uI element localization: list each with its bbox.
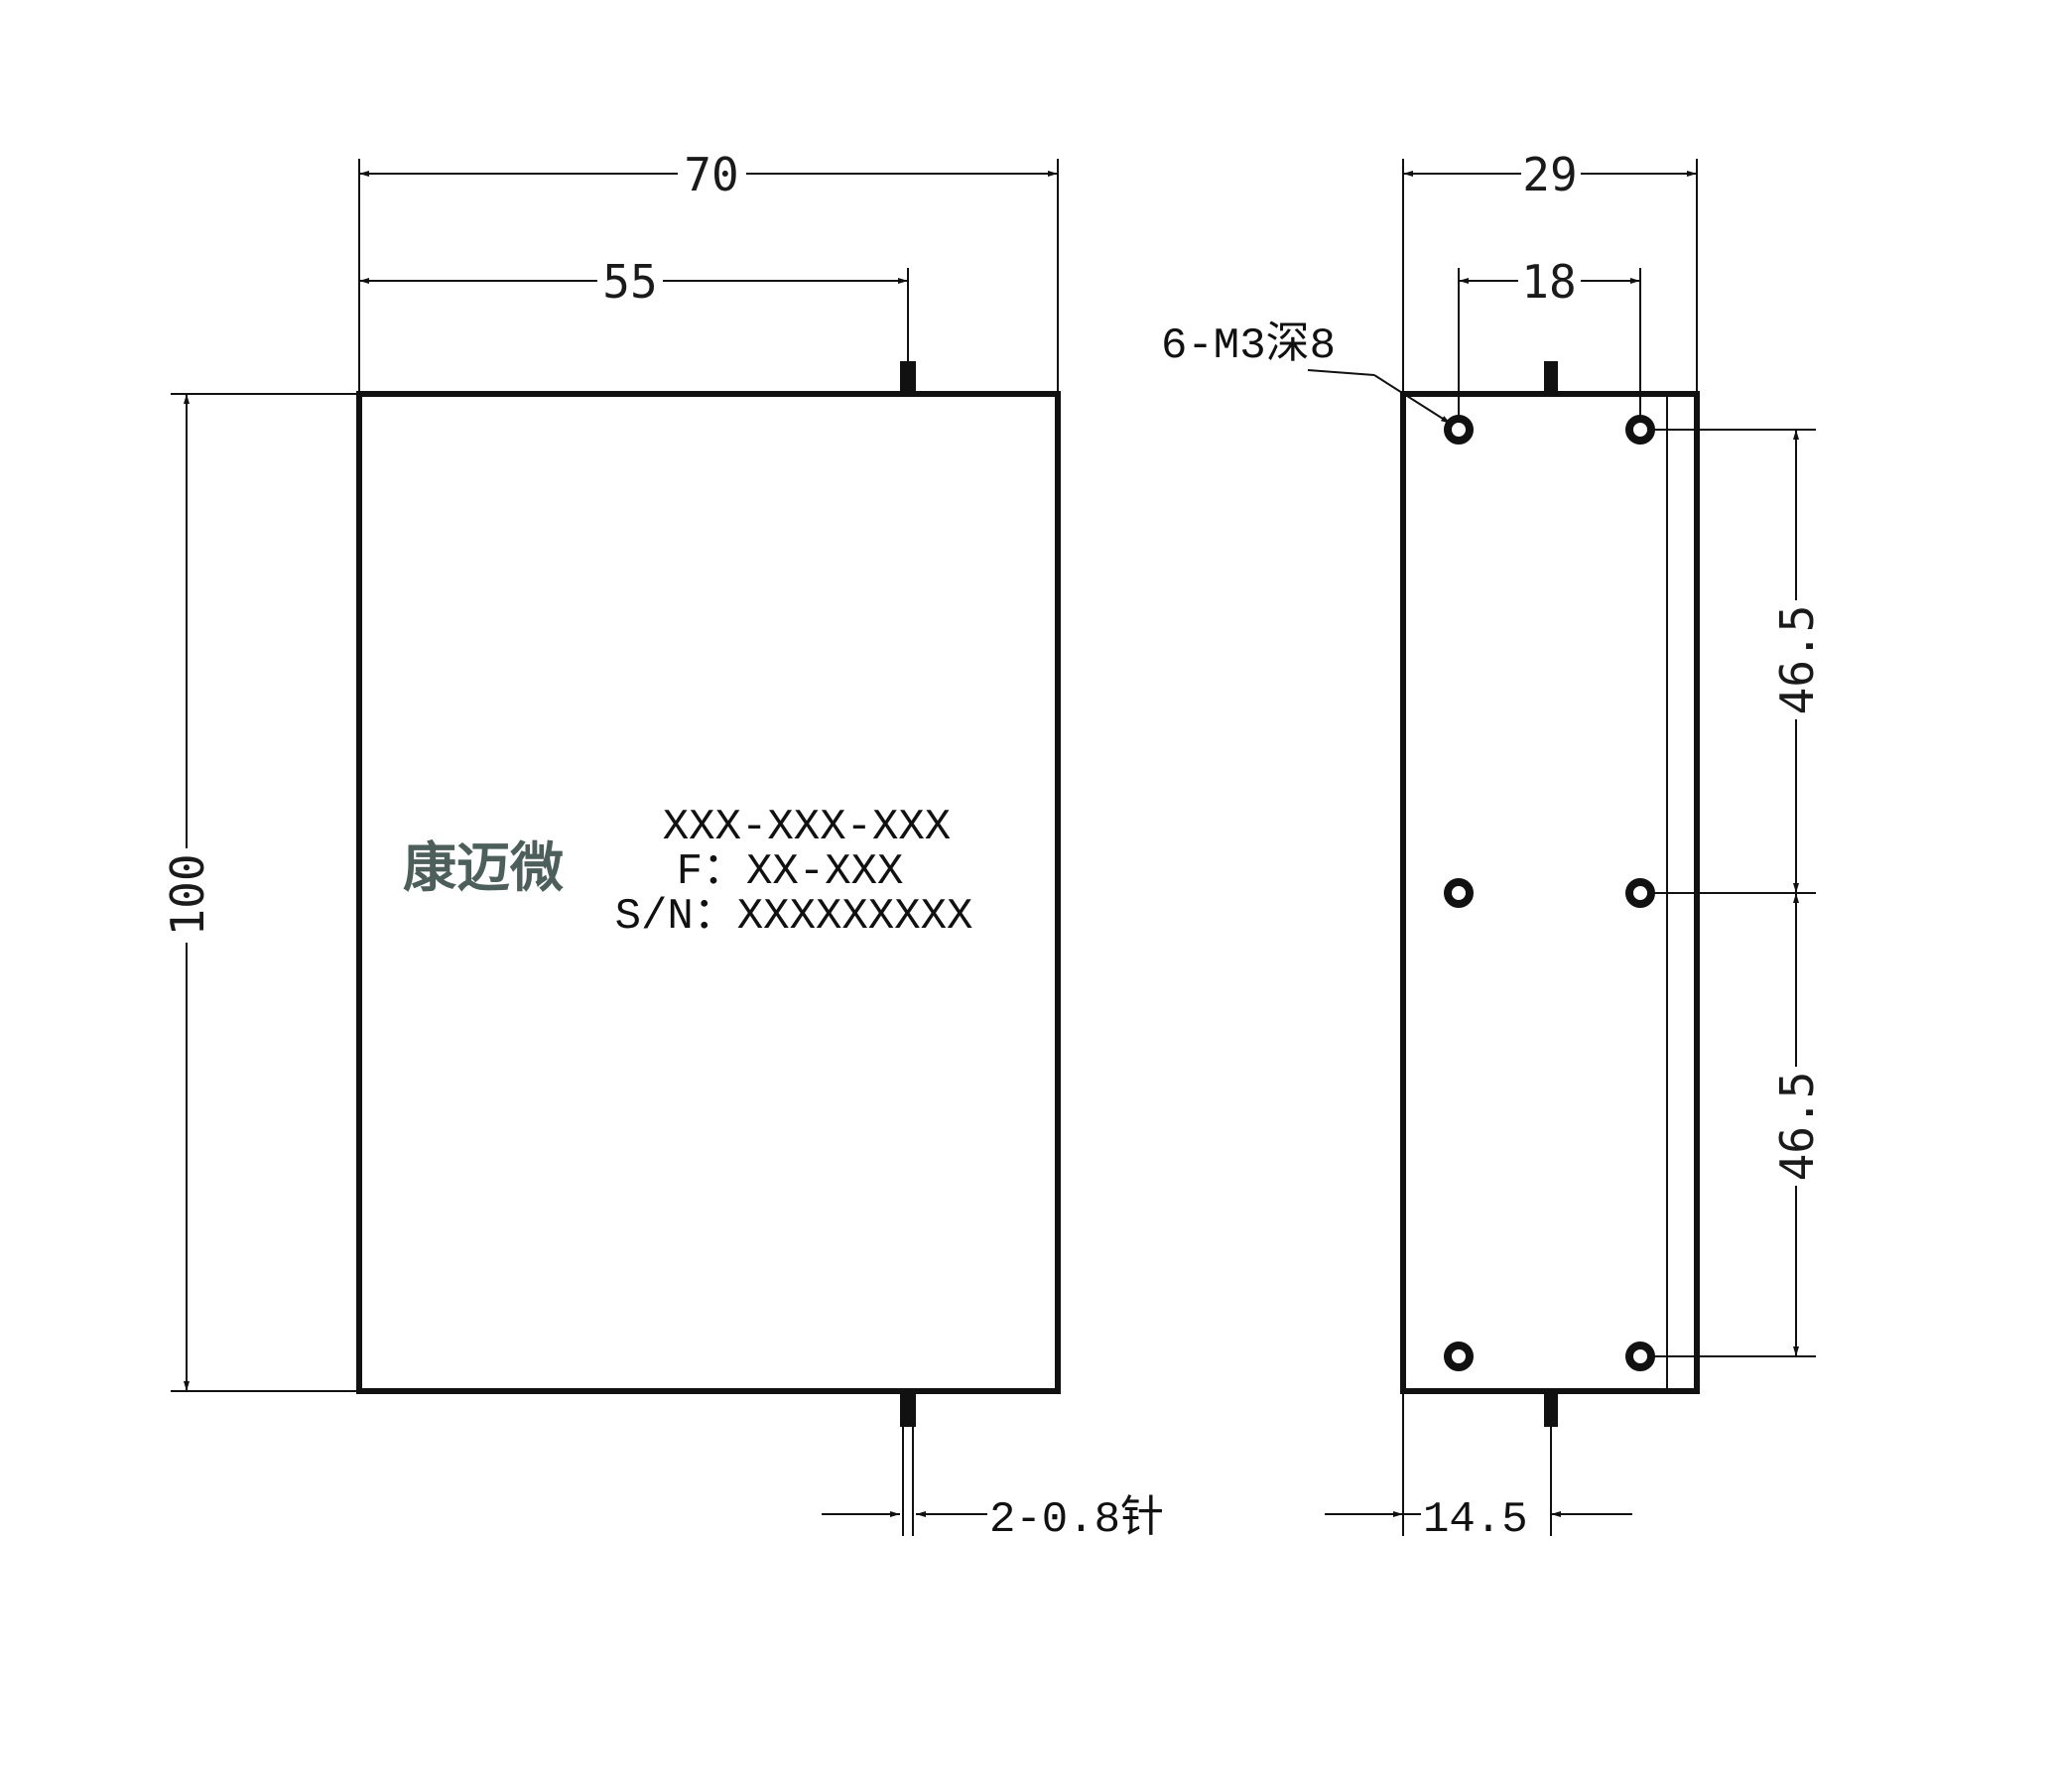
hole-bottom-left [1444,1342,1474,1371]
dim-pin-offset-label: 55 [602,255,657,309]
dim-side-width-label: 29 [1522,148,1577,201]
dim-hole-spacing-label: 18 [1521,255,1576,309]
side-view: 29 18 6-M3深8 46.5 46.5 [1161,148,1824,1545]
dim-side-pin-offset-label: 14.5 [1423,1495,1528,1545]
dim-hole-spacing-18: 18 [1459,255,1640,309]
dim-upper-pitch: 46.5 [1770,430,1824,893]
hole-callout: 6-M3深8 [1161,320,1452,425]
dim-side-pin-offset: 14.5 [1325,1427,1632,1545]
brand-logo: 康迈微 [403,836,564,899]
dim-lower-pitch: 46.5 [1770,893,1824,1356]
dim-upper-pitch-label: 46.5 [1770,605,1824,715]
pin-callout-label: 2-0.8针 [989,1493,1164,1545]
dim-width-label: 70 [684,148,738,201]
dim-side-width-29: 29 [1403,148,1697,201]
side-bottom-pin [1544,1391,1558,1427]
hole-top-left [1444,415,1474,445]
front-body-outline [356,391,1061,1394]
dim-width-70: 70 [359,148,1058,201]
frequency-text: F：XX-XXX [677,847,904,897]
hole-mid-left [1444,878,1474,908]
mounting-holes [1444,415,1655,1371]
dim-height-label: 100 [161,853,214,936]
hole-callout-label: 6-M3深8 [1161,320,1336,371]
front-top-pin [900,361,916,394]
front-view: 70 55 100 2-0.8针 康迈微 XXX-XXX-XXX F：XX-XX… [161,148,1164,1545]
hole-top-right [1625,415,1655,445]
model-number-text: XXX-XXX-XXX [663,803,951,852]
dim-pin-offset-55: 55 [359,255,908,309]
serial-number-text: S/N：XXXXXXXXX [615,892,973,942]
hole-mid-right [1625,878,1655,908]
dim-pin-diameter: 2-0.8针 [822,1493,1164,1545]
dim-height-100: 100 [161,394,214,1391]
side-top-pin [1544,361,1558,394]
dim-lower-pitch-label: 46.5 [1770,1072,1824,1182]
front-bottom-pin [900,1391,916,1427]
hole-bottom-right [1625,1342,1655,1371]
